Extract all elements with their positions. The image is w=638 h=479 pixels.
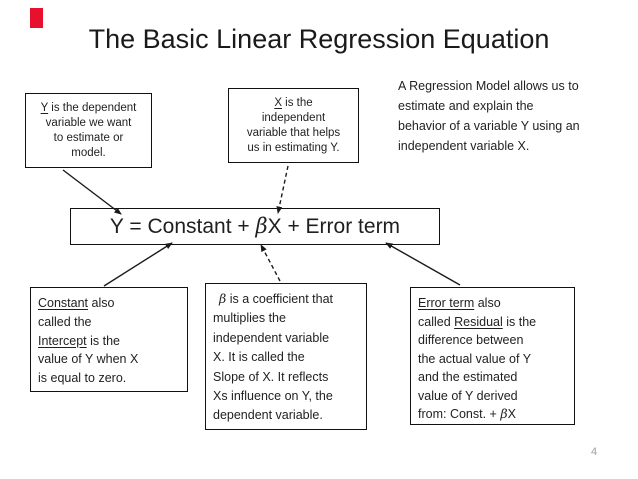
slide-title: The Basic Linear Regression Equation [88,24,550,54]
arrow-constantbox-to-equation [103,242,173,287]
error-t2: is the difference between the actual val… [418,314,537,422]
constant-box: Constant also called the Intercept is th… [30,287,188,392]
error-t3: X [507,407,516,421]
accent-bar [30,8,43,28]
y-variable-text: Y is the dependent variable we want to e… [29,101,148,161]
constant-t2: is the value of Y when X is equal to zer… [38,333,139,386]
equation-box: Y = Constant + βX + Error term [70,208,440,245]
constant-underlined: Constant [38,296,89,310]
arrow-betabox-to-equation-dashed [260,244,281,282]
y-underlined: Y [40,102,49,114]
error-t1: also called [418,296,501,329]
constant-t1: also called the [38,296,115,329]
equation-prefix: Y = Constant + [109,215,256,238]
beta-symbol: β [255,214,268,238]
intercept-underlined: Intercept [38,333,87,348]
x-underlined: X [274,97,282,109]
equation-suffix: X + Error term [267,215,401,238]
arrow-errorbox-to-equation [385,242,461,286]
beta-symbol-small: β [219,291,227,306]
y-rest: is the dependent variable we want to est… [45,102,137,159]
constant-text: Constant also called the Intercept is th… [38,294,180,388]
x-variable-box: X is the independent variable that helps… [228,88,359,163]
beta-text: β is a coefficient that multiplies the i… [213,289,359,426]
residual-underlined: Residual [454,314,503,329]
error-beta-symbol: β [500,406,508,421]
beta-rest: is a coefficient that multiplies the ind… [213,292,334,423]
x-variable-text: X is the independent variable that helps… [232,96,355,156]
x-rest: is the independent variable that helps u… [246,97,341,154]
regression-note: A Regression Model allows us to estimate… [398,79,580,153]
error-term-underlined: Error term [418,296,475,310]
error-term-box: Error term also called Residual is the d… [410,287,575,425]
arrow-xbox-to-equation-dashed [276,165,289,214]
error-term-text: Error term also called Residual is the d… [418,294,567,424]
beta-box: β is a coefficient that multiplies the i… [205,283,367,430]
page-number: 4 [591,446,598,458]
y-variable-box: Y is the dependent variable we want to e… [25,93,152,168]
equation-text: Y = Constant + βX + Error term [110,214,400,239]
